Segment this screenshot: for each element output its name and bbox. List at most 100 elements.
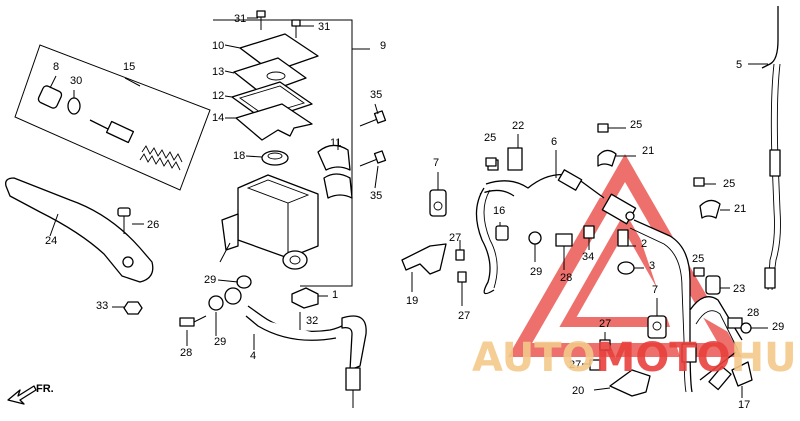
reservoir-gasket (225, 103, 313, 141)
callout-label-33: 33 (96, 300, 108, 312)
stay-bolt-d (582, 359, 601, 371)
watermark-text-part-0: AUTO (472, 335, 596, 381)
master-cylinder-body (219, 174, 319, 270)
callout-label-27b: 27 (458, 310, 470, 322)
hose-clamp-lower (693, 177, 730, 219)
callout-label-31b: 31 (318, 21, 330, 33)
callout-label-14: 14 (212, 112, 224, 124)
fr-label: FR. (36, 383, 54, 395)
callout-label-2: 2 (641, 238, 647, 250)
callout-label-35b: 35 (370, 190, 382, 202)
stay-bolt-c (599, 332, 611, 351)
front-brake-hose (475, 150, 605, 295)
callout-label-25b: 25 (630, 119, 642, 131)
watermark-text-part-1: MOTO (596, 335, 731, 381)
hose-clamp-upper (597, 123, 636, 167)
bracket-17 (731, 361, 753, 398)
callout-label-16: 16 (493, 205, 505, 217)
callout-label-23: 23 (733, 283, 745, 295)
cap-screw-right (291, 19, 314, 38)
stay-bolt-a (455, 240, 465, 261)
piston-assembly (37, 75, 183, 171)
callout-label-28b: 28 (560, 272, 572, 284)
callout-label-4: 4 (250, 350, 256, 362)
holder-bolt-upper (359, 103, 387, 127)
hose-guide-lower (647, 298, 667, 339)
diaphragm-plate (224, 57, 307, 95)
callout-label-8: 8 (53, 61, 59, 73)
callout-label-27c: 27 (599, 318, 611, 330)
bolt-34 (583, 225, 595, 250)
lever-pivot-bolt (117, 207, 144, 234)
callout-label-34: 34 (582, 251, 594, 263)
callout-label-29a: 29 (204, 274, 216, 286)
handlebar-holder (317, 140, 353, 199)
callout-label-19: 19 (406, 295, 418, 307)
callout-label-18: 18 (233, 150, 245, 162)
callout-label-22: 22 (512, 120, 524, 132)
callout-label-24: 24 (45, 235, 57, 247)
callout-label-1: 1 (332, 289, 338, 301)
callout-label-15: 15 (123, 61, 135, 73)
callout-label-26: 26 (147, 219, 159, 231)
callout-label-25c: 25 (723, 178, 735, 190)
banjo-fitting-16 (495, 222, 509, 241)
master-cylinder-group-frame (213, 19, 370, 287)
callout-label-31a: 31 (234, 13, 246, 25)
hose-clamp-23 (705, 275, 730, 295)
rear-brake-pipe (748, 6, 781, 291)
callout-label-29b: 29 (214, 336, 226, 348)
callout-label-28c: 28 (747, 307, 759, 319)
brake-lever (5, 177, 154, 283)
callout-label-30: 30 (70, 75, 82, 87)
callout-label-28a: 28 (180, 347, 192, 359)
stay-bolt-b (457, 271, 467, 306)
callout-label-27a: 27 (449, 232, 461, 244)
front-direction-arrow: FR. (7, 383, 54, 405)
callout-label-21a: 21 (642, 145, 654, 157)
brake-light-switch (291, 287, 328, 330)
callout-label-32: 32 (306, 315, 318, 327)
hose-stay-19 (401, 243, 447, 292)
piston-boot (245, 150, 289, 166)
upper-brake-hose (179, 275, 367, 408)
callout-label-25a: 25 (484, 132, 496, 144)
callout-label-29d: 29 (772, 321, 784, 333)
callout-label-35a: 35 (370, 89, 382, 101)
hose-guide-upper (429, 172, 447, 217)
oil-bolt-28-lower (727, 317, 768, 334)
callout-label-7b: 7 (652, 284, 658, 296)
clip-3 (617, 261, 644, 275)
holder-bolt-lower (359, 150, 387, 189)
lever-pivot-nut (112, 301, 143, 315)
callout-label-6: 6 (551, 136, 557, 148)
callout-label-13: 13 (212, 66, 224, 78)
callout-label-20: 20 (572, 385, 584, 397)
callout-label-12: 12 (212, 90, 224, 102)
callout-label-25d: 25 (692, 253, 704, 265)
callout-label-29c: 29 (530, 266, 542, 278)
lower-brake-hoses (629, 219, 743, 393)
screw-25-a (485, 157, 497, 167)
oil-bolt-28 (555, 233, 573, 270)
watermark-text-part-2: HUB (731, 335, 800, 381)
callout-label-17: 17 (738, 399, 750, 411)
callout-label-3: 3 (649, 260, 655, 272)
callout-label-21b: 21 (734, 203, 746, 215)
callout-label-11: 11 (330, 137, 341, 149)
cap-screw-left (247, 10, 266, 30)
callout-label-10: 10 (212, 40, 224, 52)
callout-label-7a: 7 (433, 157, 439, 169)
piston-kit-frame (14, 44, 211, 191)
hose-stay-20 (593, 369, 651, 397)
callout-label-27d: 27 (569, 359, 581, 371)
screw-25-d (693, 267, 705, 277)
sealing-washer-29 (528, 231, 542, 262)
callout-label-5: 5 (736, 59, 742, 71)
watermark-text: AUTOMOTOHUB (472, 335, 800, 381)
three-way-joint (601, 193, 637, 247)
callout-label-9: 9 (380, 40, 386, 52)
